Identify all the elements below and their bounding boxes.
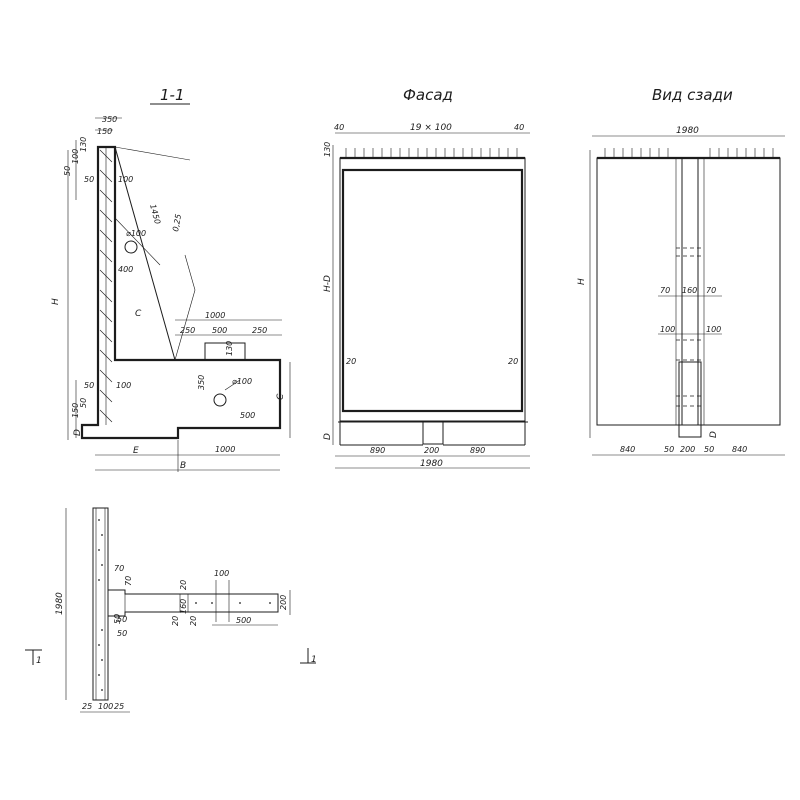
wall-hatch [99, 147, 113, 425]
cut-mark-left: 1 [36, 656, 42, 666]
dim-350: 350 [102, 115, 117, 124]
dim-250-right: 250 [252, 326, 267, 335]
hole-lower-label: ⌀100 [232, 377, 252, 386]
dim-100-bottom: 100 [98, 702, 113, 711]
dim-890-left: 890 [370, 446, 385, 455]
dim-20-right: 20 [508, 357, 518, 366]
dim-50-top: 50 [63, 166, 72, 176]
label-d-facade: D [323, 433, 333, 440]
dim-70-side-plan: 70 [124, 576, 133, 586]
facade-leg [422, 421, 444, 445]
dim-400: 400 [118, 265, 133, 274]
rear-ticks [604, 148, 774, 158]
dim-100-plan: 100 [214, 569, 229, 578]
section-view: 1-1 [51, 86, 291, 472]
dim-840-right: 840 [732, 445, 747, 454]
plan-dots [98, 519, 271, 691]
label-h: H [51, 298, 61, 305]
anchor-block [204, 342, 246, 361]
label-h-rear: H [577, 278, 587, 285]
dim-20-low-plan: 20 [189, 616, 198, 626]
dim-160-plan: 160 [179, 599, 188, 614]
label-c: C [135, 309, 142, 319]
dim-19x100: 19 × 100 [410, 123, 452, 133]
dim-200-facade: 200 [424, 446, 439, 455]
dim-25-left: 25 [82, 702, 92, 711]
plan-rib-slot [124, 593, 181, 613]
hole-upper-label: ⌀100 [126, 229, 146, 238]
dim-200-rear: 200 [680, 445, 695, 454]
hole-lower [213, 393, 227, 407]
dim-50-base: 50 [79, 398, 88, 408]
facade-frame [341, 168, 524, 413]
dim-160: 160 [682, 286, 697, 295]
dim-1980-rear: 1980 [676, 126, 699, 136]
facade-ticks [345, 148, 518, 158]
dim-50-b-plan: 50 [117, 629, 127, 638]
facade-outline [339, 157, 526, 422]
dim-100-top: 100 [71, 149, 80, 164]
section-outline [80, 145, 282, 440]
dim-40-right: 40 [514, 123, 524, 132]
label-e: E [133, 446, 139, 456]
dim-130-top: 130 [79, 137, 88, 152]
dim-500-plan: 500 [236, 616, 251, 625]
dim-50-right-rear: 50 [704, 445, 714, 454]
dim-130: 130 [225, 341, 234, 356]
dim-40-left: 40 [334, 123, 344, 132]
dim-100-right: 100 [706, 325, 721, 334]
dim-150-low: 150 [71, 403, 80, 418]
dim-70-left: 70 [660, 286, 670, 295]
dim-50-in: 50 [84, 175, 94, 184]
plan-wall [92, 507, 109, 701]
facade-view: Фасад [323, 86, 530, 469]
rib-edge [114, 146, 176, 361]
label-d: D [73, 429, 83, 436]
dim-50-mid-plan: 50 [113, 614, 122, 624]
dim-50-low: 50 [84, 381, 94, 390]
dim-25-right: 25 [114, 702, 124, 711]
plan-view: 1980 70 70 20 100 50 160 20 20 200 50 50… [25, 507, 317, 713]
dim-1000-base: 1000 [215, 445, 235, 454]
dim-100-left: 100 [660, 325, 675, 334]
section-title: 1-1 [160, 86, 185, 104]
dim-slope: 0,25 [171, 213, 183, 232]
rear-view: Вид сзади [577, 86, 785, 456]
dim-20-mid-plan: 20 [171, 616, 180, 626]
dim-20-top-plan: 20 [179, 580, 188, 590]
dim-1450: 1450 [148, 203, 162, 225]
dim-130-facade: 130 [323, 142, 332, 157]
facade-title: Фасад [403, 86, 453, 104]
rear-title: Вид сзади [652, 86, 733, 104]
dim-890-right: 890 [470, 446, 485, 455]
label-h-d: H-D [323, 275, 333, 292]
dim-200-plan: 200 [279, 595, 288, 610]
rear-rib-base [678, 361, 702, 438]
dim-20-left: 20 [346, 357, 356, 366]
dim-350-base: 350 [197, 375, 206, 390]
label-b: B [180, 461, 186, 471]
dim-250-left: 250 [180, 326, 195, 335]
label-d-rear: D [709, 431, 719, 438]
dim-70-right: 70 [706, 286, 716, 295]
dim-100-low: 100 [116, 381, 131, 390]
dim-1980-facade: 1980 [420, 459, 443, 469]
dim-1980-plan: 1980 [55, 592, 65, 615]
label-c-right: C [276, 393, 286, 400]
dim-70-top-plan: 70 [114, 564, 124, 573]
dim-50-left-rear: 50 [664, 445, 674, 454]
cut-mark-right: 1 [311, 655, 317, 665]
dim-500-base: 500 [240, 411, 255, 420]
rear-rib [681, 157, 699, 426]
dim-1000-top: 1000 [205, 311, 225, 320]
dim-150: 150 [97, 127, 112, 136]
dim-50-a-plan: 50 [117, 615, 127, 624]
plan-rib [108, 589, 279, 617]
hole-upper [124, 240, 138, 254]
dim-840-left: 840 [620, 445, 635, 454]
dim-100-in: 100 [118, 175, 133, 184]
dim-500-top: 500 [212, 326, 227, 335]
